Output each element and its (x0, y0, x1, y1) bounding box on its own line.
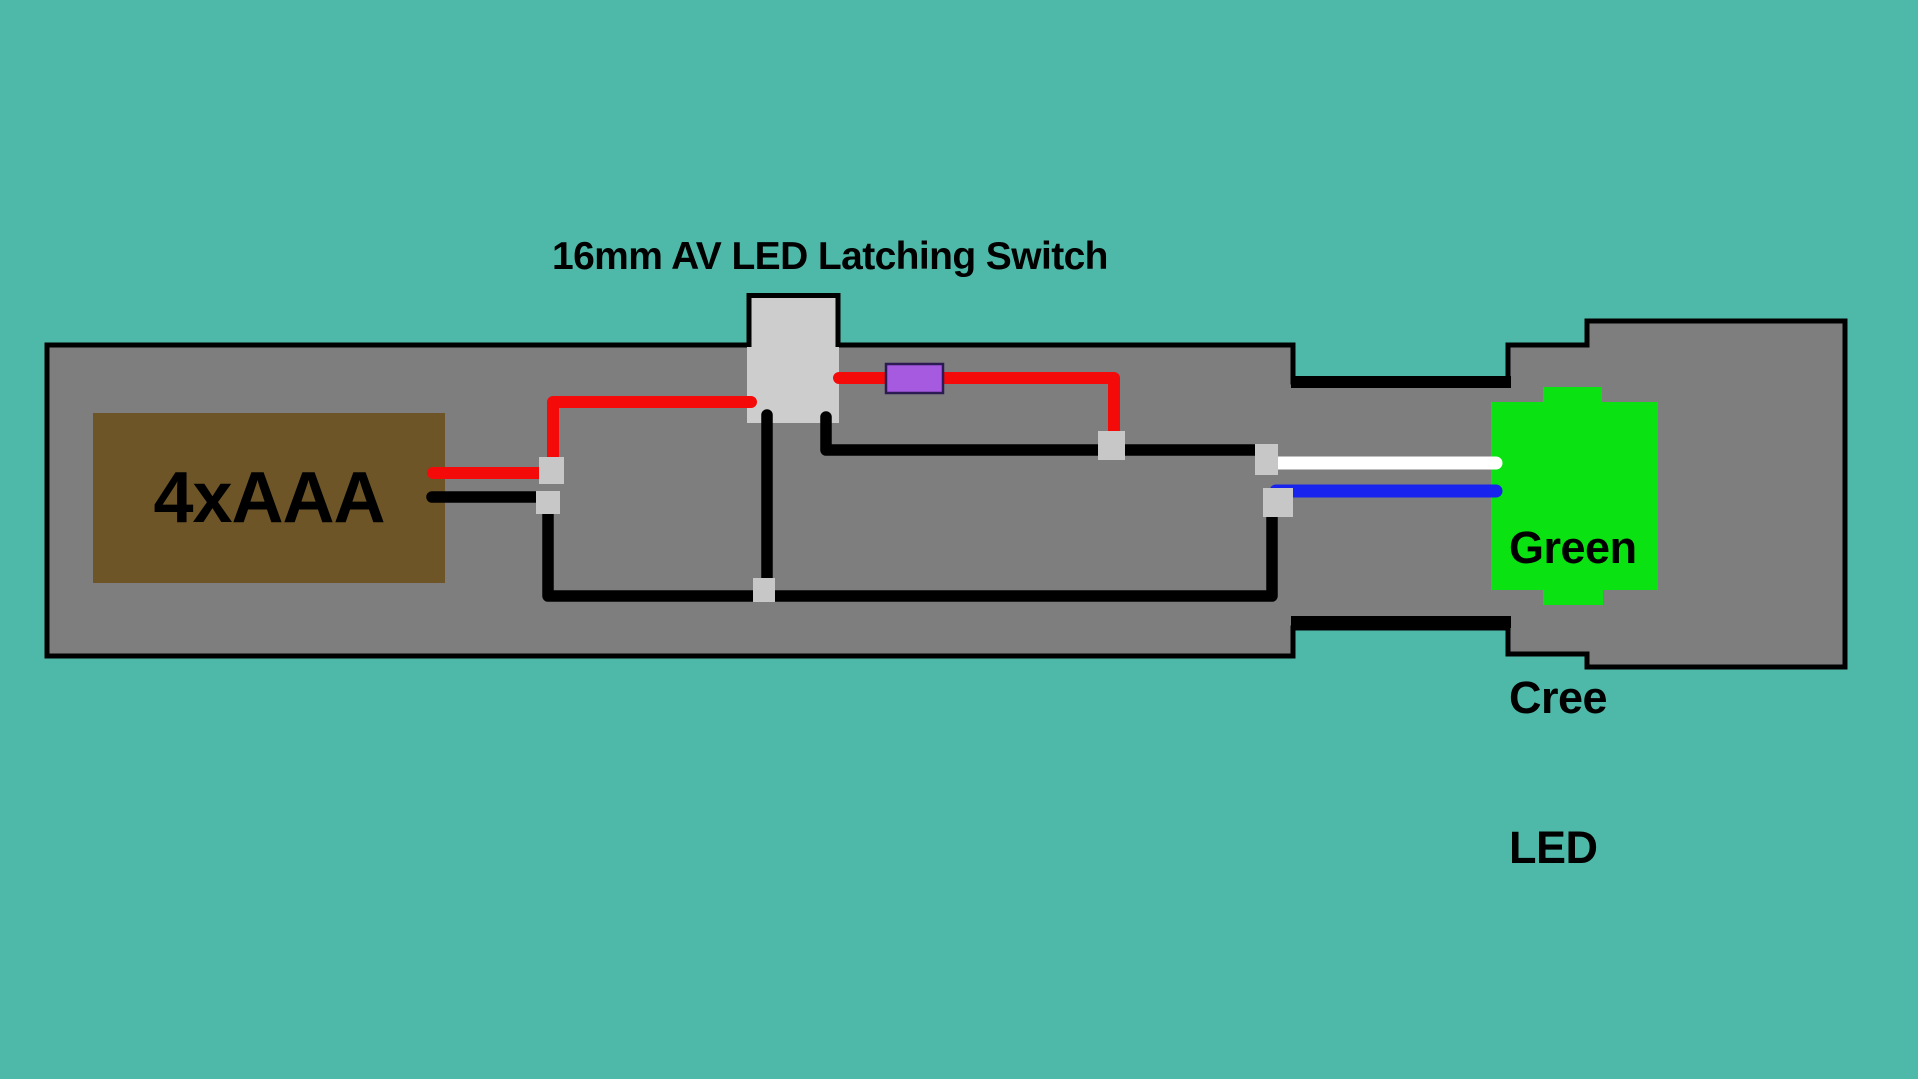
wire-black-ground-run (542, 494, 1278, 602)
latching-switch-outline (746, 293, 841, 347)
led-module (1491, 387, 1658, 605)
led-label-line-1: Green (1509, 522, 1637, 573)
latching-switch-body (747, 293, 839, 423)
wire-red-switch-feed (547, 396, 757, 472)
battery-pack-label: 4xAAA (93, 413, 445, 583)
solder-pad-battery-black (536, 491, 560, 514)
solder-pad-ground-run (753, 578, 775, 602)
thread-band-top (1291, 376, 1511, 388)
led-label-line-2: Cree (1509, 672, 1608, 723)
battery-pack-label-text: 4xAAA (153, 458, 385, 538)
solder-pad-resistor-junction (1098, 431, 1125, 460)
solder-pad-blue-lead (1263, 488, 1293, 517)
switch-title-label: 16mm AV LED Latching Switch (552, 235, 1108, 278)
led-label-line-3: LED (1509, 822, 1598, 873)
led-module-label: Green Cree LED (1509, 423, 1637, 973)
thread-band-bottom (1291, 616, 1511, 628)
battery-pack (93, 413, 445, 583)
resistor (884, 362, 945, 395)
solder-pad-battery-red (539, 457, 564, 484)
solder-pad-white-lead (1255, 444, 1278, 475)
